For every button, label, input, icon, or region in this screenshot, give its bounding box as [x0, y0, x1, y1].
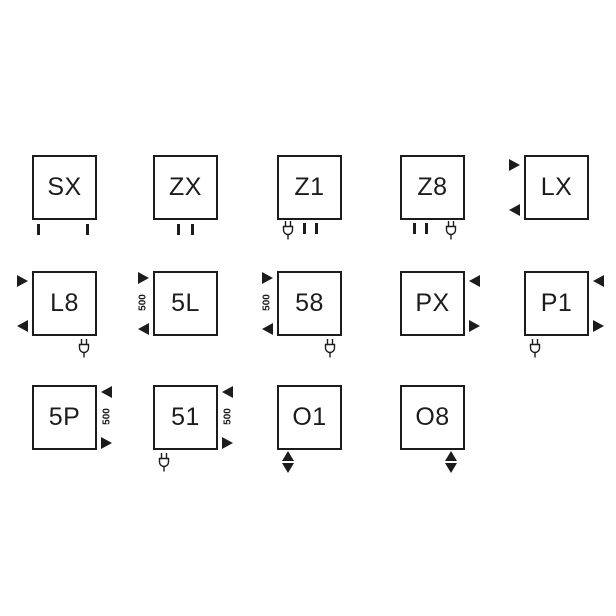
bottom-connection-tick-icon — [303, 223, 306, 234]
connection-box: Z8 — [400, 155, 465, 220]
flow-out-arrow-right-icon — [101, 437, 112, 449]
bottom-connection-tick-icon — [177, 224, 180, 235]
connection-box: L8 — [32, 271, 97, 336]
flow-in-arrow-right-icon — [138, 272, 149, 284]
connection-box: Z1 — [277, 155, 342, 220]
connection-box: SX — [32, 155, 97, 220]
connection-code-label: 5P — [48, 403, 81, 431]
plug-icon — [157, 453, 171, 472]
flow-out-arrow-left-icon — [138, 323, 149, 335]
flow-out-arrow-right-icon — [593, 320, 604, 332]
flow-in-arrow-left-icon — [593, 275, 604, 287]
connection-box: 5P — [32, 385, 97, 450]
spacing-500-label: 500 — [222, 408, 234, 425]
flow-down-arrow-icon — [282, 463, 294, 473]
flow-in-arrow-right-icon — [509, 159, 520, 171]
plug-icon — [528, 339, 542, 358]
connection-code-label: O1 — [292, 403, 327, 431]
connection-code-label: Z8 — [417, 173, 448, 201]
flow-in-arrow-right-icon — [17, 275, 28, 287]
flow-in-arrow-left-icon — [222, 386, 233, 398]
connection-box: O1 — [277, 385, 342, 450]
connection-cell-z8: Z8 — [400, 155, 465, 240]
flow-out-arrow-left-icon — [17, 320, 28, 332]
flow-in-arrow-right-icon — [262, 272, 273, 284]
connection-box: 58 — [277, 271, 342, 336]
flow-out-arrow-left-icon — [262, 323, 273, 335]
bottom-connection-tick-icon — [86, 224, 89, 235]
connection-code-label: ZX — [169, 173, 202, 201]
bottom-connection-tick-icon — [425, 223, 428, 234]
connection-cell-5p: 5P 500 — [32, 385, 113, 450]
flow-up-arrow-icon — [282, 451, 294, 461]
connection-code-label: O8 — [415, 403, 450, 431]
connection-code-label: LX — [540, 173, 573, 201]
connection-cell-51: 51 500 — [153, 385, 234, 472]
flow-up-arrow-icon — [445, 451, 457, 461]
spacing-500-label: 500 — [137, 294, 149, 311]
connection-code-label: Z1 — [294, 173, 325, 201]
connection-cell-px: PX — [400, 271, 480, 336]
bottom-connection-tick-icon — [413, 223, 416, 234]
connection-cell-zx: ZX — [153, 155, 218, 235]
connection-box: LX — [524, 155, 589, 220]
connection-box: 51 — [153, 385, 218, 450]
connection-code-label: PX — [415, 289, 450, 317]
flow-in-arrow-left-icon — [469, 275, 480, 287]
flow-out-arrow-right-icon — [469, 320, 480, 332]
connection-code-label: L8 — [50, 289, 79, 317]
connection-code-label: SX — [47, 173, 82, 201]
bottom-connection-tick-icon — [191, 224, 194, 235]
connection-cell-p1: P1 — [524, 271, 604, 358]
connection-box: O8 — [400, 385, 465, 450]
connection-code-label: P1 — [540, 289, 573, 317]
connection-box: P1 — [524, 271, 589, 336]
plug-icon — [281, 221, 295, 240]
connection-cell-58: 58 500 — [262, 271, 342, 358]
connection-cell-lx: LX — [509, 155, 589, 220]
connection-code-label: 5L — [171, 289, 200, 317]
connection-cell-sx: SX — [32, 155, 97, 235]
flow-out-arrow-right-icon — [222, 437, 233, 449]
connection-cell-o1: O1 — [277, 385, 342, 473]
connection-code-label: 51 — [171, 403, 200, 431]
plug-icon — [77, 339, 91, 358]
flow-down-arrow-icon — [445, 463, 457, 473]
flow-out-arrow-left-icon — [509, 204, 520, 216]
connection-cell-z1: Z1 — [277, 155, 342, 240]
connection-cell-5l: 5L 500 — [138, 271, 218, 336]
spacing-500-label: 500 — [261, 294, 273, 311]
connection-box: PX — [400, 271, 465, 336]
connection-code-label: 58 — [295, 289, 324, 317]
plug-icon — [323, 339, 337, 358]
connection-cell-l8: L8 — [17, 271, 97, 358]
connection-box: 5L — [153, 271, 218, 336]
spacing-500-label: 500 — [101, 408, 113, 425]
plug-icon — [444, 221, 458, 240]
connection-cell-o8: O8 — [400, 385, 465, 473]
bottom-connection-tick-icon — [315, 223, 318, 234]
flow-in-arrow-left-icon — [101, 386, 112, 398]
bottom-connection-tick-icon — [37, 224, 40, 235]
connection-box: ZX — [153, 155, 218, 220]
